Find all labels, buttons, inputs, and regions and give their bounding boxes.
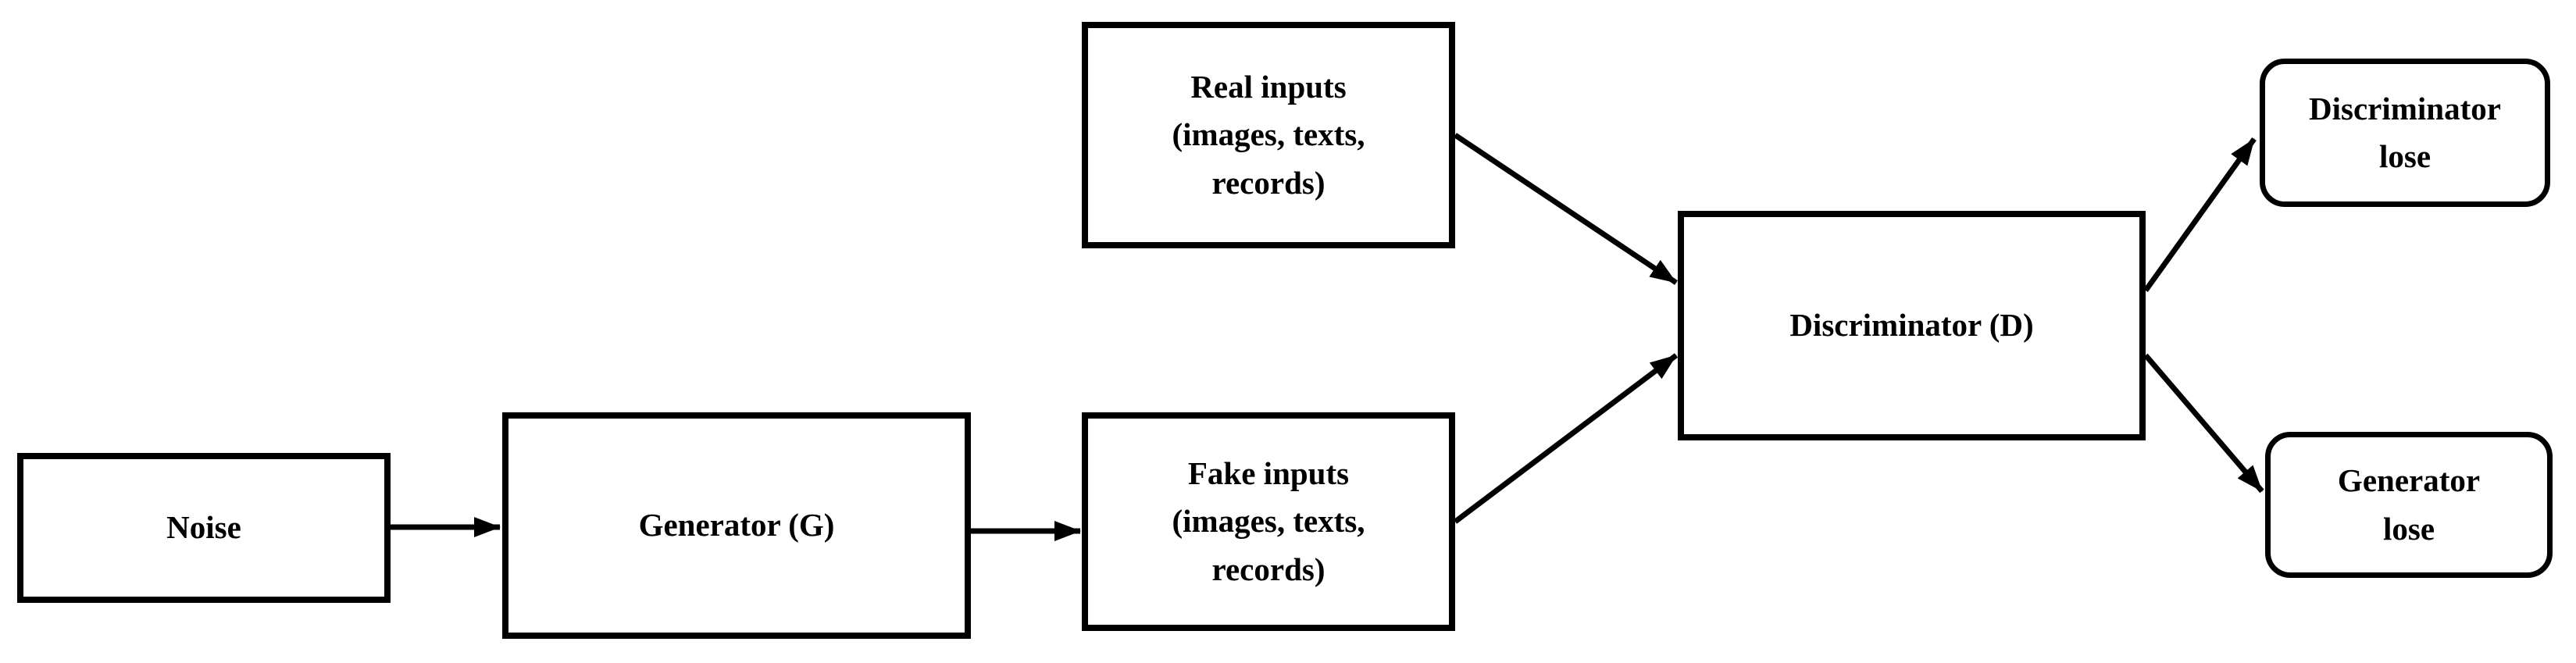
node-noise: Noise [17,453,391,603]
node-fake-inputs: Fake inputs (images, texts, records) [1082,412,1455,631]
node-discriminator: Discriminator (D) [1678,211,2146,440]
edge-real-inputs-to-discriminator [1454,133,1678,285]
edge-fake-inputs-to-discriminator [1453,353,1679,524]
node-generator-lose: Generator lose [2265,432,2553,578]
node-real-inputs: Real inputs (images, texts, records) [1082,22,1455,248]
node-discriminator-lose: Discriminator lose [2260,59,2550,207]
edge-discriminator-to-generator-lose [2143,353,2264,494]
node-generator: Generator (G) [502,412,971,639]
edge-discriminator-to-discriminator-lose [2143,137,2257,293]
